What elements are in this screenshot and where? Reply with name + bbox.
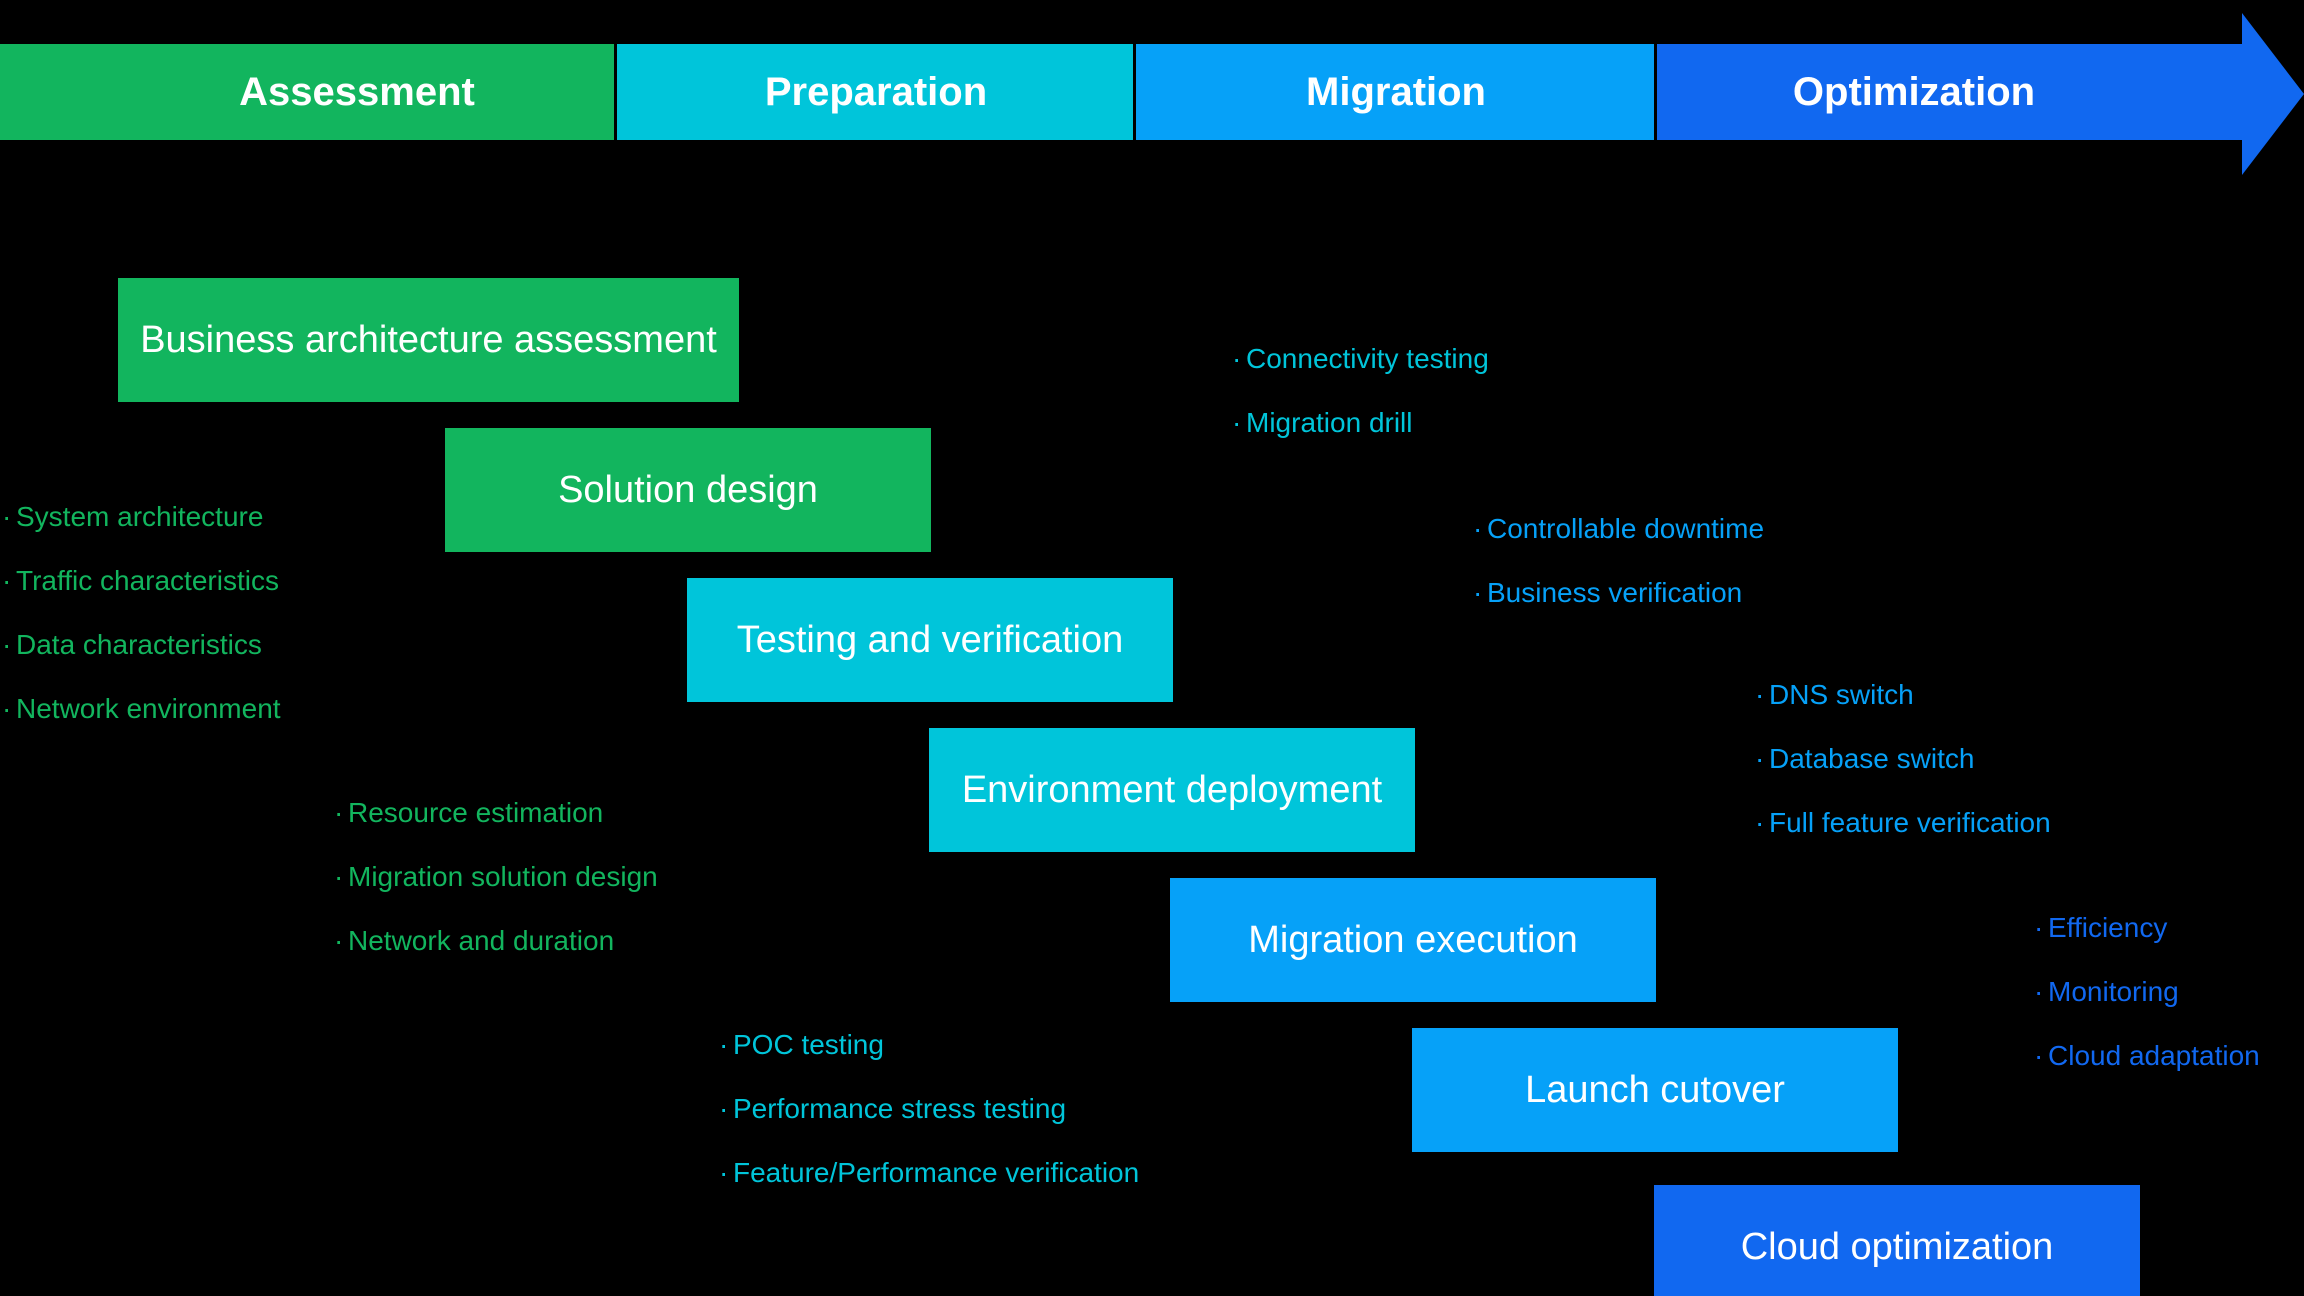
step-box-migration-execution: Migration execution	[1170, 878, 1656, 1002]
list-item-label: Data characteristics	[16, 629, 262, 660]
list-item: ·Connectivity testing	[1232, 327, 1489, 391]
list-item: ·DNS switch	[1755, 663, 2051, 727]
bullet-icon: ·	[2034, 1040, 2044, 1071]
list-item: ·Efficiency	[2034, 896, 2260, 960]
list-item: ·Controllable downtime	[1473, 497, 1764, 561]
list-item-label: System architecture	[16, 501, 264, 532]
list-item-label: Traffic characteristics	[16, 565, 279, 596]
bullet-icon: ·	[719, 1093, 729, 1124]
bullet-icon: ·	[334, 925, 344, 956]
step-box-cloud-optimization: Cloud optimization	[1654, 1185, 2140, 1296]
bullet-icon: ·	[719, 1157, 729, 1188]
bullet-icon: ·	[1473, 577, 1483, 608]
list-item-label: Migration drill	[1246, 407, 1413, 438]
list-item-label: Performance stress testing	[733, 1093, 1067, 1124]
note-list-assessment-scope: ·System architecture ·Traffic characteri…	[2, 485, 281, 741]
bullet-icon: ·	[2, 565, 12, 596]
phase-label-assessment: Assessment	[239, 70, 475, 114]
step-box-business-architecture-assessment: Business architecture assessment	[118, 278, 739, 402]
bullet-icon: ·	[1755, 743, 1765, 774]
list-item-label: Monitoring	[2048, 976, 2179, 1007]
list-item-label: Resource estimation	[348, 797, 604, 828]
phase-bar-segment-preparation	[617, 44, 1133, 140]
list-item-label: Cloud adaptation	[2048, 1040, 2260, 1071]
note-list-solution-design: ·Resource estimation ·Migration solution…	[334, 781, 658, 973]
list-item-label: DNS switch	[1769, 679, 1914, 710]
list-item: ·Cloud adaptation	[2034, 1024, 2260, 1088]
step-box-launch-cutover: Launch cutover	[1412, 1028, 1898, 1152]
step-box-environment-deployment: Environment deployment	[929, 728, 1415, 852]
note-list-testing: ·POC testing ·Performance stress testing…	[719, 1013, 1139, 1205]
step-box-solution-design: Solution design	[445, 428, 931, 552]
list-item: ·System architecture	[2, 485, 281, 549]
list-item: ·Network and duration	[334, 909, 658, 973]
bullet-icon: ·	[2034, 976, 2044, 1007]
bullet-icon: ·	[2, 501, 12, 532]
list-item-label: Network and duration	[348, 925, 615, 956]
note-list-cloud-optimization: ·Efficiency ·Monitoring ·Cloud adaptatio…	[2034, 896, 2260, 1088]
bullet-icon: ·	[334, 797, 344, 828]
phase-bar-segment-migration	[1136, 44, 1654, 140]
list-item: ·Feature/Performance verification	[719, 1141, 1139, 1205]
bullet-icon: ·	[1755, 679, 1765, 710]
phase-label-optimization: Optimization	[1792, 70, 2036, 114]
bullet-icon: ·	[1232, 407, 1242, 438]
list-item: ·Traffic characteristics	[2, 549, 281, 613]
list-item: ·Network environment	[2, 677, 281, 741]
bullet-icon: ·	[1473, 513, 1483, 544]
list-item: ·Performance stress testing	[719, 1077, 1139, 1141]
list-item: ·POC testing	[719, 1013, 1139, 1077]
bullet-icon: ·	[1232, 343, 1242, 374]
list-item-label: Efficiency	[2048, 912, 2168, 943]
phase-bar-segment-assessment	[0, 44, 614, 140]
list-item: ·Migration drill	[1232, 391, 1489, 455]
phase-label-migration: Migration	[1306, 70, 1486, 114]
bullet-icon: ·	[2, 629, 12, 660]
list-item: ·Database switch	[1755, 727, 2051, 791]
list-item: ·Full feature verification	[1755, 791, 2051, 855]
note-list-launch-cutover: ·DNS switch ·Database switch ·Full featu…	[1755, 663, 2051, 855]
bullet-icon: ·	[719, 1029, 729, 1060]
arrow-head-icon	[2242, 13, 2304, 175]
bullet-icon: ·	[2, 693, 12, 724]
list-item-label: Database switch	[1769, 743, 1975, 774]
list-item-label: POC testing	[733, 1029, 884, 1060]
bullet-icon: ·	[334, 861, 344, 892]
list-item-label: Controllable downtime	[1487, 513, 1765, 544]
list-item: ·Monitoring	[2034, 960, 2260, 1024]
bullet-icon: ·	[1755, 807, 1765, 838]
list-item: ·Migration solution design	[334, 845, 658, 909]
list-item-label: Full feature verification	[1769, 807, 2051, 838]
phase-bar-segment-optimization	[1657, 44, 2243, 140]
list-item-label: Feature/Performance verification	[733, 1157, 1140, 1188]
list-item-label: Connectivity testing	[1246, 343, 1489, 374]
phase-label-preparation: Preparation	[764, 70, 988, 114]
list-item-label: Migration solution design	[348, 861, 658, 892]
note-list-environment-deployment: ·Connectivity testing ·Migration drill	[1232, 327, 1489, 455]
list-item-label: Business verification	[1487, 577, 1743, 608]
list-item-label: Network environment	[16, 693, 281, 724]
list-item: ·Business verification	[1473, 561, 1764, 625]
note-list-migration-execution: ·Controllable downtime ·Business verific…	[1473, 497, 1764, 625]
bullet-icon: ·	[2034, 912, 2044, 943]
list-item: ·Resource estimation	[334, 781, 658, 845]
step-box-testing-and-verification: Testing and verification	[687, 578, 1173, 702]
list-item: ·Data characteristics	[2, 613, 281, 677]
